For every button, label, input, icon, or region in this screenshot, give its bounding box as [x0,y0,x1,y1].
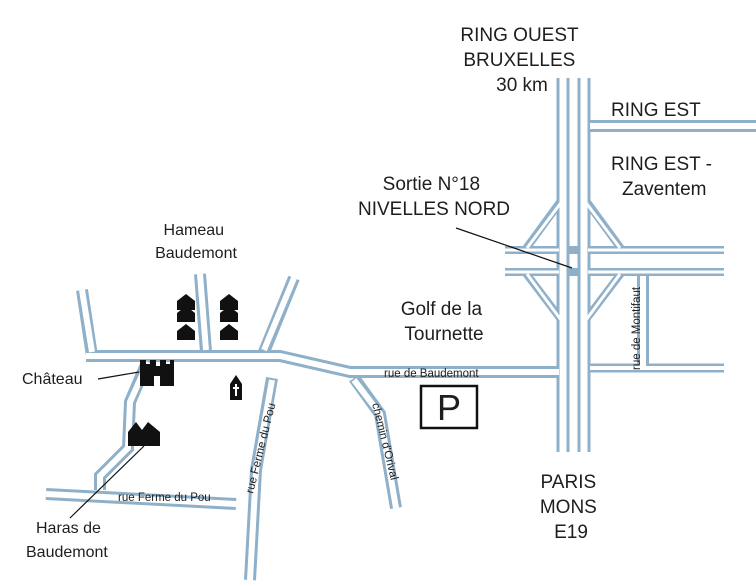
golf-label: Golf de la Tournette [401,299,488,345]
road-network-interior [45,78,756,581]
rue-ferme-du-pou-horizontal-label: rue Ferme du Pou [118,492,211,504]
ring-est-zaventem-label: RING EST - Zaventem [611,154,717,200]
haras-leader [69,445,145,519]
houses-icon [220,294,238,340]
church-icon [230,375,242,400]
sortie-leader [455,227,573,269]
sortie-label: Sortie N°18 NIVELLES NORD [358,174,510,220]
haras-label: Haras de Baudemont [26,520,108,561]
ring-ouest-label: RING OUEST BRUXELLES 30 km [460,25,583,96]
houses-icon [177,294,195,340]
parking-label: P [437,387,461,428]
paris-mons-label: PARIS MONS E19 [540,472,602,543]
stable-icon [128,422,160,446]
ring-est-label: RING EST [611,100,701,121]
chateau-label: Château [22,371,83,388]
castle-icon [140,360,174,386]
hameau-label: Hameau Baudemont [155,222,237,262]
interchange-slip-roads [505,195,724,325]
chateau-leader [97,371,140,380]
rue-de-montifaut-label: rue de Montifaut [631,286,643,370]
rue-de-baudemont-label: rue de Baudemont [384,368,479,380]
parking-icon: P [419,384,479,430]
